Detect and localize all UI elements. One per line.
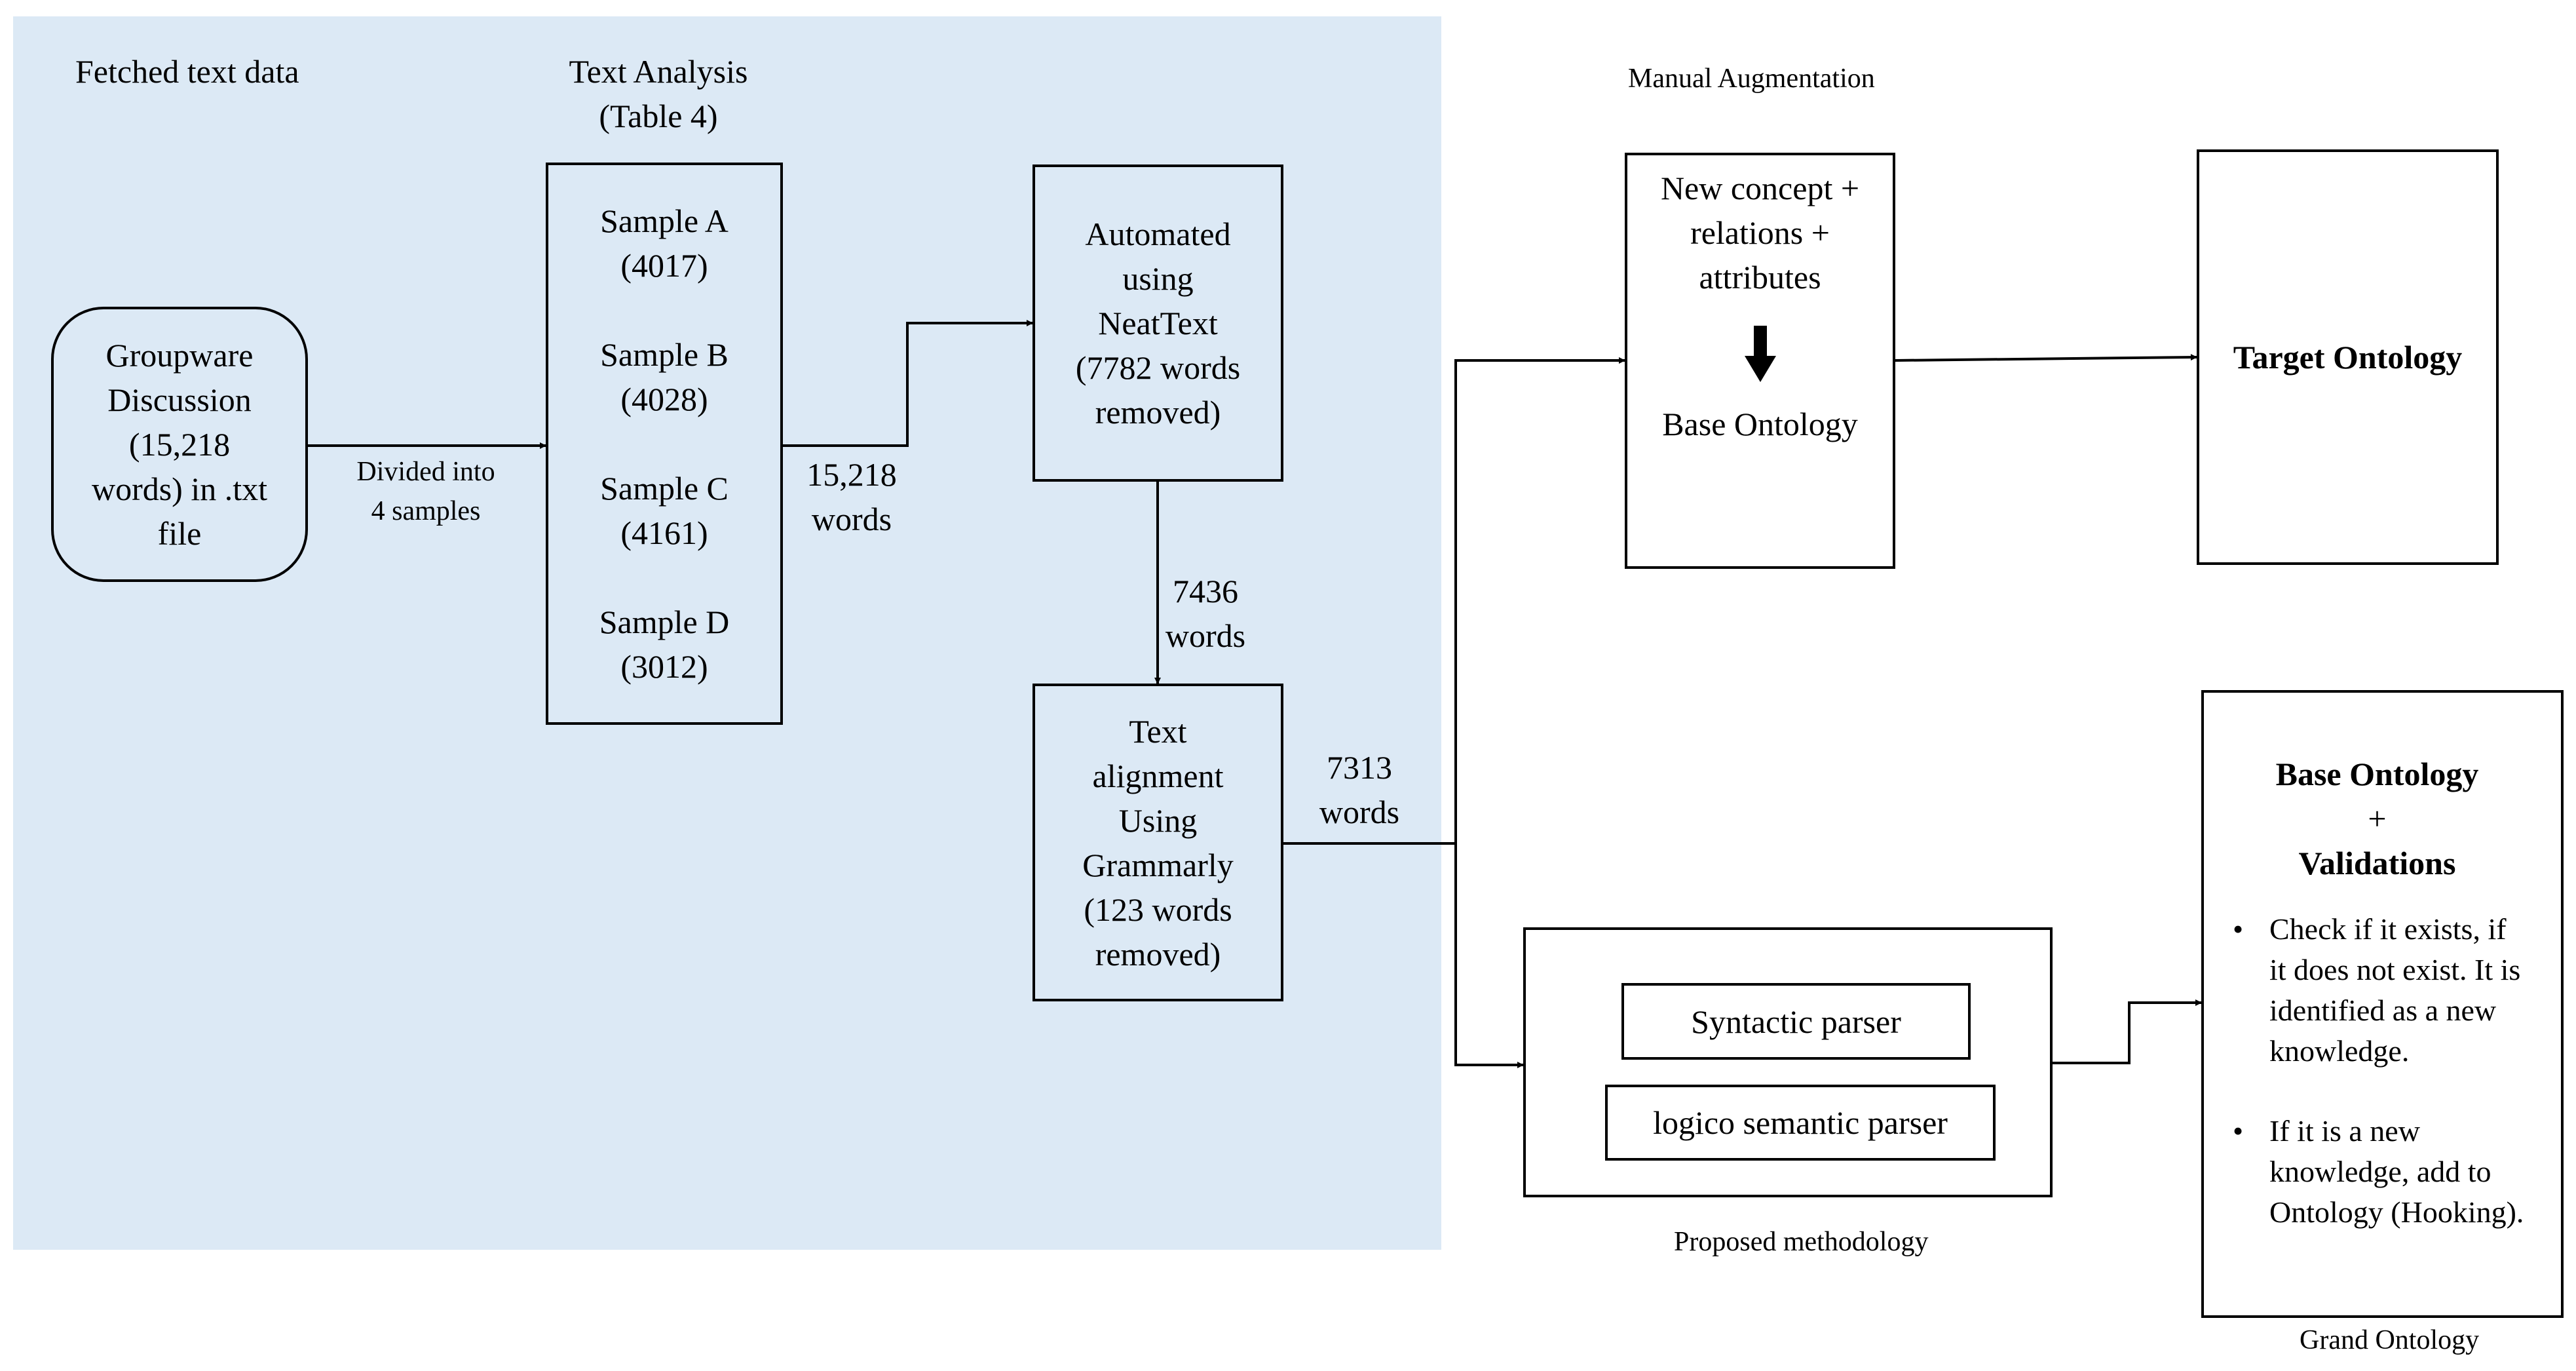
validation-bullet: •Check if it exists, if it does not exis… [2233, 912, 2521, 1068]
words-15218-label: 15,218 words [806, 456, 897, 537]
groupware-discussion-node: Groupware Discussion (15,218 words) in .… [51, 307, 308, 582]
manual-augmentation-node: New concept + relations + attributes Bas… [1625, 153, 1895, 569]
logico-semantic-parser-node: logico semantic parser [1605, 1085, 1996, 1161]
neattext-node: Automated using NeatText (7782 words rem… [1032, 164, 1283, 482]
sample-item: Sample A(4017) [600, 203, 729, 284]
target-ontology-node: Target Ontology [2197, 149, 2499, 565]
arrow-parser-to-grand [2053, 999, 2202, 1064]
sample-item: Sample B(4028) [600, 336, 729, 417]
down-arrow-icon [1744, 326, 1776, 382]
proposed-methodology-title: Proposed methodology [1674, 1227, 1929, 1257]
words-7313-label: 7313 words [1319, 749, 1400, 830]
manual-augmentation-title: Manual Augmentation [1628, 64, 1875, 94]
sample-item: Sample C(4161) [600, 470, 729, 551]
parser-container [1523, 927, 2053, 1197]
words-7436-label: 7436 words [1165, 573, 1246, 654]
fetched-text-title: Fetched text data [75, 53, 299, 90]
data-preparation-panel [13, 16, 1441, 1250]
validation-bullet: •If it is a new knowledge, add to Ontolo… [2233, 1114, 2524, 1229]
arrow-to-parser [1454, 843, 1524, 1068]
syntactic-parser-node: Syntactic parser [1621, 983, 1971, 1060]
arrow-augment-to-target [1895, 354, 2197, 362]
samples-node: Sample A(4017) Sample B(4028) Sample C(4… [546, 163, 783, 725]
divided-label: Divided into 4 samples [356, 457, 495, 526]
grammarly-node: Text alignment Using Grammarly (123 word… [1032, 684, 1283, 1001]
grand-ontology-node: Base Ontology + Validations •Check if it… [2201, 690, 2564, 1318]
grand-ontology-title: Grand Ontology [2300, 1325, 2480, 1355]
sample-item: Sample D(3012) [599, 604, 730, 685]
arrow-to-manual-augmentation [1454, 357, 1625, 843]
text-analysis-title: Text Analysis (Table 4) [569, 53, 748, 134]
